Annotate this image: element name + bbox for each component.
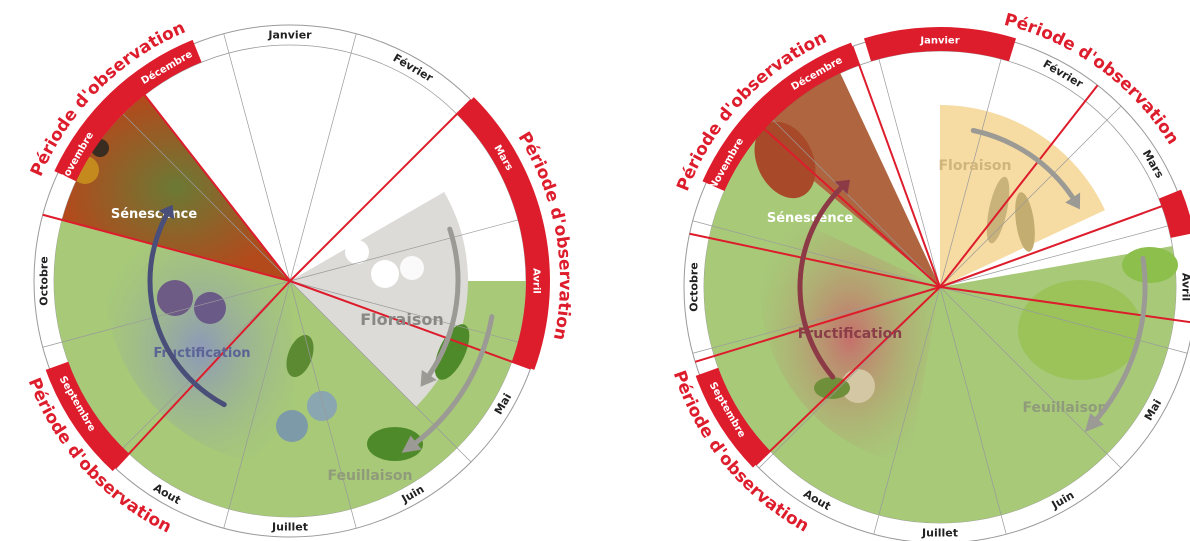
phase-label-floraison: Floraison: [360, 310, 443, 329]
month-label: Juillet: [271, 521, 308, 534]
sloe-fruit-image: [276, 410, 308, 442]
left-phenology-wheel: JanvierFévrierMarsAvrilMaiJuinJuilletAou…: [20, 18, 576, 541]
phase-label-feuillaison: Feuillaison: [327, 468, 412, 484]
month-label: Octobre: [38, 256, 51, 305]
blossom-image: [371, 260, 399, 288]
phase-label-fructification: Fructification: [798, 326, 903, 342]
plum-fruit-image: [194, 292, 226, 324]
phase-label-senescence: Sénescence: [111, 207, 197, 222]
sloe-fruit-image: [307, 391, 337, 421]
right-phenology-wheel: JanvierFévrierMarsAvrilMaiJuinJuilletAou…: [668, 10, 1190, 541]
month-label: Octobre: [688, 262, 701, 311]
month-label: Janvier: [919, 36, 959, 47]
hazel-leaf-image: [1122, 247, 1178, 283]
plum-fruit-image: [157, 280, 193, 316]
phase-label-senescence: Sénescence: [767, 211, 853, 226]
hazel-leaf-image: [1018, 280, 1142, 380]
blossom-image: [400, 256, 424, 280]
month-label: Avril: [1180, 273, 1190, 301]
phase-label-feuillaison: Feuillaison: [1022, 400, 1107, 416]
phase-label-floraison: Floraison: [938, 158, 1011, 174]
month-label: Avril: [531, 268, 542, 294]
blossom-image: [345, 240, 369, 264]
month-label: Janvier: [267, 29, 312, 42]
month-label: Juillet: [921, 527, 958, 540]
